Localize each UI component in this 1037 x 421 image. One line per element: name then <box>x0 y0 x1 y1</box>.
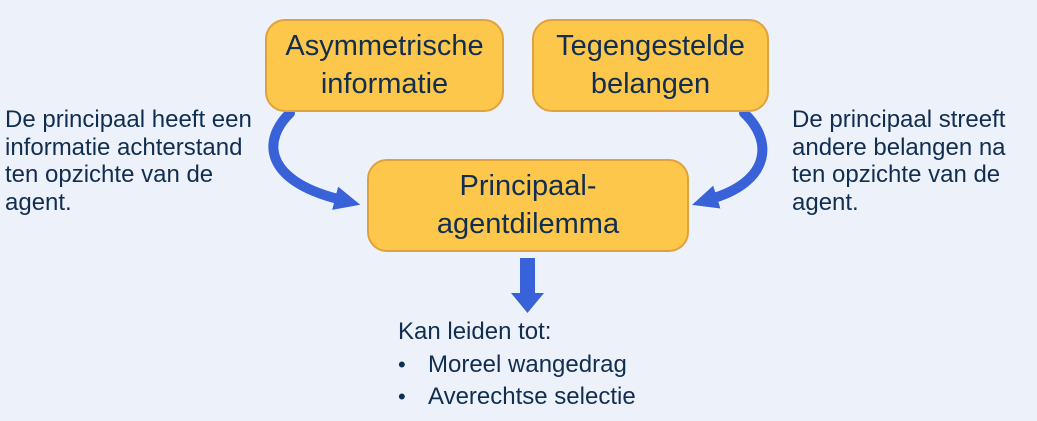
left-annotation: De principaal heeft een informatie achte… <box>5 106 252 216</box>
box-principal-agent-dilemma: Principaal- agentdilemma <box>367 159 689 252</box>
right-annotation: De principaal streeft andere belangen na… <box>792 106 1006 216</box>
down-arrow-icon <box>511 258 544 313</box>
outcome-block: Kan leiden tot: • Moreel wangedrag • Ave… <box>398 317 636 413</box>
list-item: • Moreel wangedrag <box>398 349 636 381</box>
list-item: • Averechtse selectie <box>398 381 636 413</box>
outcome-item-label: Averechtse selectie <box>428 383 636 410</box>
outcome-item-label: Moreel wangedrag <box>428 351 627 378</box>
outcome-heading: Kan leiden tot: <box>398 318 552 345</box>
outcome-list: • Moreel wangedrag • Averechtse selectie <box>398 349 636 413</box>
curved-arrow-right-icon <box>692 108 768 209</box>
bullet-icon: • <box>398 384 406 409</box>
bullet-icon: • <box>398 352 406 377</box>
box-opposed-interests: Tegengestelde belangen <box>532 19 769 112</box>
box-asymmetric-information: Asymmetrische informatie <box>265 19 504 112</box>
